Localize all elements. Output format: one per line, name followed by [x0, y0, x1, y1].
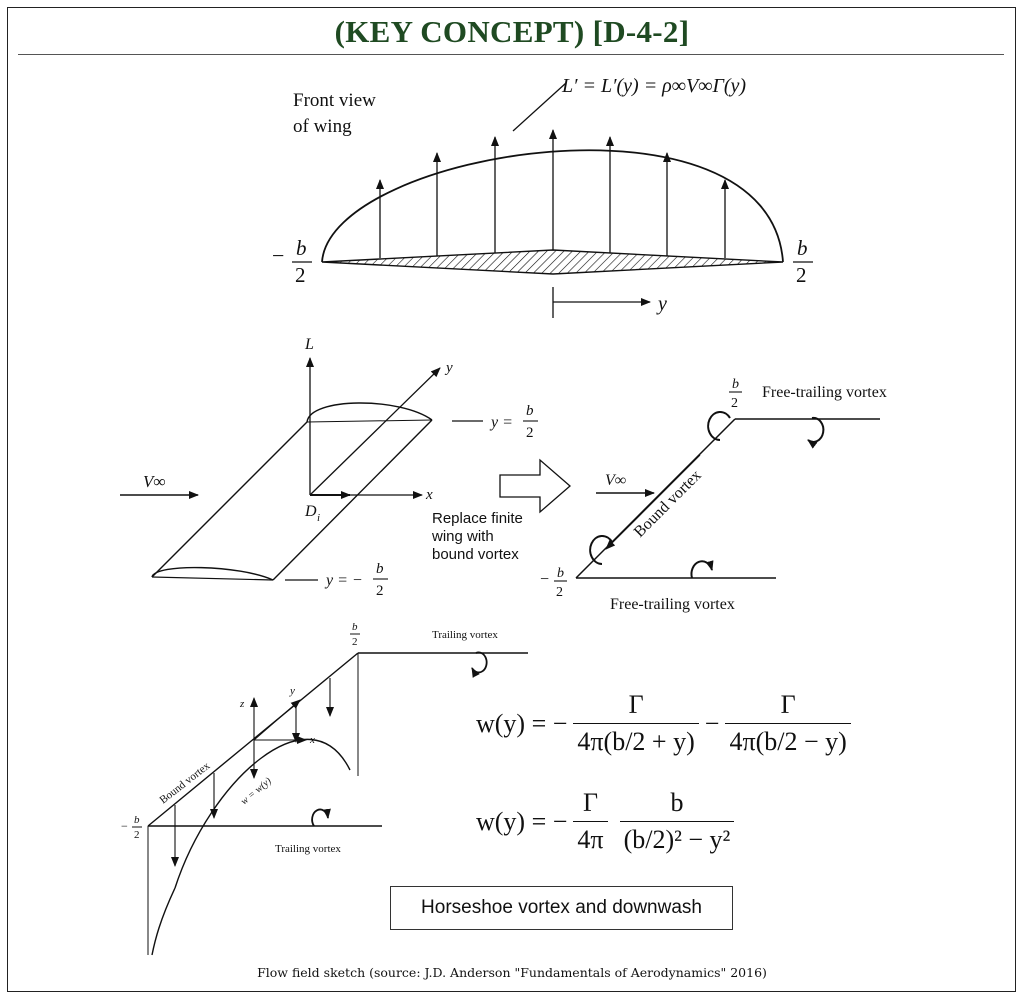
right-tip-num: b [797, 236, 808, 260]
downwash-curve-tail [151, 887, 176, 956]
left-tip-num: b [296, 236, 307, 260]
swirl-icon [807, 416, 825, 449]
wing-trailing-edge [272, 419, 433, 581]
swirl-icon [311, 808, 331, 827]
frac-den: 2 [376, 583, 384, 599]
lift-axis-label: L [304, 336, 314, 353]
bound-vortex-label: Bound vortex [631, 467, 705, 541]
replace-text-line2: wing with [431, 528, 494, 545]
free-trailing-vortex-bottom-label: Free-trailing vortex [610, 596, 735, 613]
span-axis-label: y [444, 360, 453, 376]
replace-arrow-icon [499, 458, 571, 514]
replace-text-line1: Replace finite [432, 510, 523, 527]
frac-sign: − [121, 819, 128, 833]
eq2-frac1-num: Γ [582, 788, 598, 817]
tip-chord-top [306, 419, 433, 423]
replace-text-line3: bound vortex [432, 546, 519, 563]
span-axis-label: y [289, 685, 295, 697]
caption-box: Horseshoe vortex and downwash [390, 886, 733, 930]
right-tip-den: 2 [796, 263, 807, 287]
bound-vortex-arrow [605, 454, 701, 550]
frac-den: 2 [731, 396, 738, 411]
bound-vortex-line [147, 652, 359, 827]
title-divider [18, 54, 1004, 55]
finite-wing-panel: L y x D i V∞ y = b 2 y = − b 2 [120, 336, 538, 599]
eq2-frac2-den: (b/2)² − y² [619, 821, 735, 855]
swirl-icon [589, 535, 613, 565]
eq1-frac2-den: 4π(b/2 − y) [725, 723, 851, 757]
freestream-label: V∞ [605, 472, 626, 489]
y-axis-label: y [656, 293, 667, 315]
frac-num: b [376, 561, 384, 577]
lift-curve [321, 149, 784, 263]
front-view-label: Front view [293, 90, 376, 111]
outer-frame [7, 7, 1016, 992]
frac-den: 2 [526, 425, 534, 441]
frac-sign: − [540, 571, 549, 588]
eq2-fraction-2: b (b/2)² − y² [619, 788, 735, 855]
eq1-frac1-num: Γ [628, 690, 644, 719]
tip-chord-bottom [151, 576, 274, 581]
tip-top-label: y = [489, 414, 513, 431]
swirl-icon [707, 411, 731, 441]
downwash-equation-1: w(y) = − Γ 4π(b/2 + y) − Γ 4π(b/2 − y) [476, 690, 857, 757]
page-title: (KEY CONCEPT) [D-4-2] [334, 14, 690, 49]
drag-subscript: i [317, 512, 320, 524]
swirl-icon [471, 651, 488, 678]
formula-leader-line [512, 82, 567, 132]
swirl-icon [690, 560, 714, 579]
trailing-vortex-top-label: Trailing vortex [432, 629, 498, 641]
eq1-minus: − [704, 708, 720, 738]
wing-section [321, 249, 784, 275]
eq2-fraction-1: Γ 4π [573, 788, 608, 855]
frac-den: 2 [556, 585, 563, 600]
span-axis [309, 367, 441, 496]
bound-vortex-line [575, 418, 736, 579]
source-note: Flow field sketch (source: J.D. Anderson… [257, 965, 767, 980]
left-tip-sign: − [272, 243, 284, 268]
downwash-curve [174, 738, 351, 889]
caption-text: Horseshoe vortex and downwash [421, 897, 702, 918]
trailing-vortex-bottom-label: Trailing vortex [275, 843, 341, 855]
bound-vortex-label: Bound vortex [157, 760, 212, 807]
eq2-frac2-num: b [670, 788, 684, 817]
eq1-frac2-num: Γ [780, 690, 796, 719]
tip-bottom-label: y = − [324, 572, 363, 589]
eq1-frac1-den: 4π(b/2 + y) [573, 723, 699, 757]
horseshoe-vortex-panel: V∞ b 2 − b 2 Free-trailing vortex Free-t… [540, 377, 887, 613]
lift-formula: L′ = L′(y) = ρ∞V∞Γ(y) [561, 75, 746, 97]
frac-num: b [352, 621, 358, 633]
downwash-equation-2: w(y) = − Γ 4π b (b/2)² − y² [476, 788, 740, 855]
frac-num: b [134, 814, 140, 826]
eq1-fraction-2: Γ 4π(b/2 − y) [725, 690, 851, 757]
replace-arrow-group: Replace finite wing with bound vortex [431, 458, 571, 563]
frac-num: b [732, 377, 739, 392]
of-wing-label: of wing [293, 116, 352, 137]
eq1-lhs: w(y) = − [476, 708, 568, 738]
free-trailing-vortex-top-label: Free-trailing vortex [762, 384, 887, 401]
frac-num: b [526, 403, 534, 419]
frac-den: 2 [352, 636, 358, 648]
eq2-frac1-den: 4π [573, 821, 608, 855]
freestream-label: V∞ [143, 472, 166, 491]
lift-distribution-panel: Front view of wing L′ = L′(y) = ρ∞V∞Γ(y)… [272, 75, 813, 318]
left-tip-den: 2 [295, 263, 306, 287]
wing-leading-edge [151, 421, 308, 578]
x-axis-label: x [425, 487, 433, 503]
frac-den: 2 [134, 829, 140, 841]
downwash-label: w = w(y) [239, 775, 274, 807]
tip-airfoil-top [306, 402, 433, 423]
eq1-fraction-1: Γ 4π(b/2 + y) [573, 690, 699, 757]
drag-label: D [304, 503, 317, 520]
frac-num: b [557, 566, 564, 581]
z-axis-label: z [239, 698, 245, 710]
span-axis [253, 699, 301, 741]
eq2-lhs: w(y) = − [476, 806, 568, 836]
x-axis-label: x [309, 734, 315, 746]
tip-airfoil-bottom [151, 566, 274, 581]
